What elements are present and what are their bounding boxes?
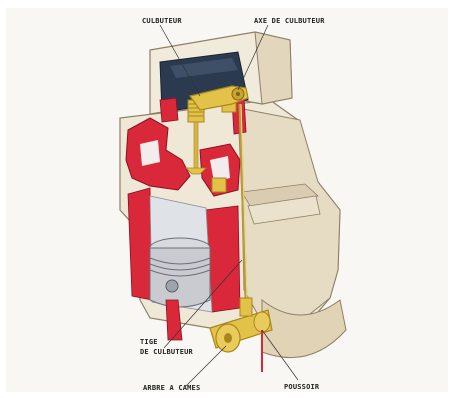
label-tige-line1: TIGE [140,338,158,346]
label-axe-de-culbuteur: AXE DE CULBUTEUR [254,17,325,25]
label-poussoir: POUSSOIR [284,383,319,391]
label-culbuteur: CULBUTEUR [142,17,182,25]
label-tige-line2: DE CULBUTEUR [140,348,193,356]
label-arbre-a-cames: ARBRE A CAMES [143,384,200,392]
